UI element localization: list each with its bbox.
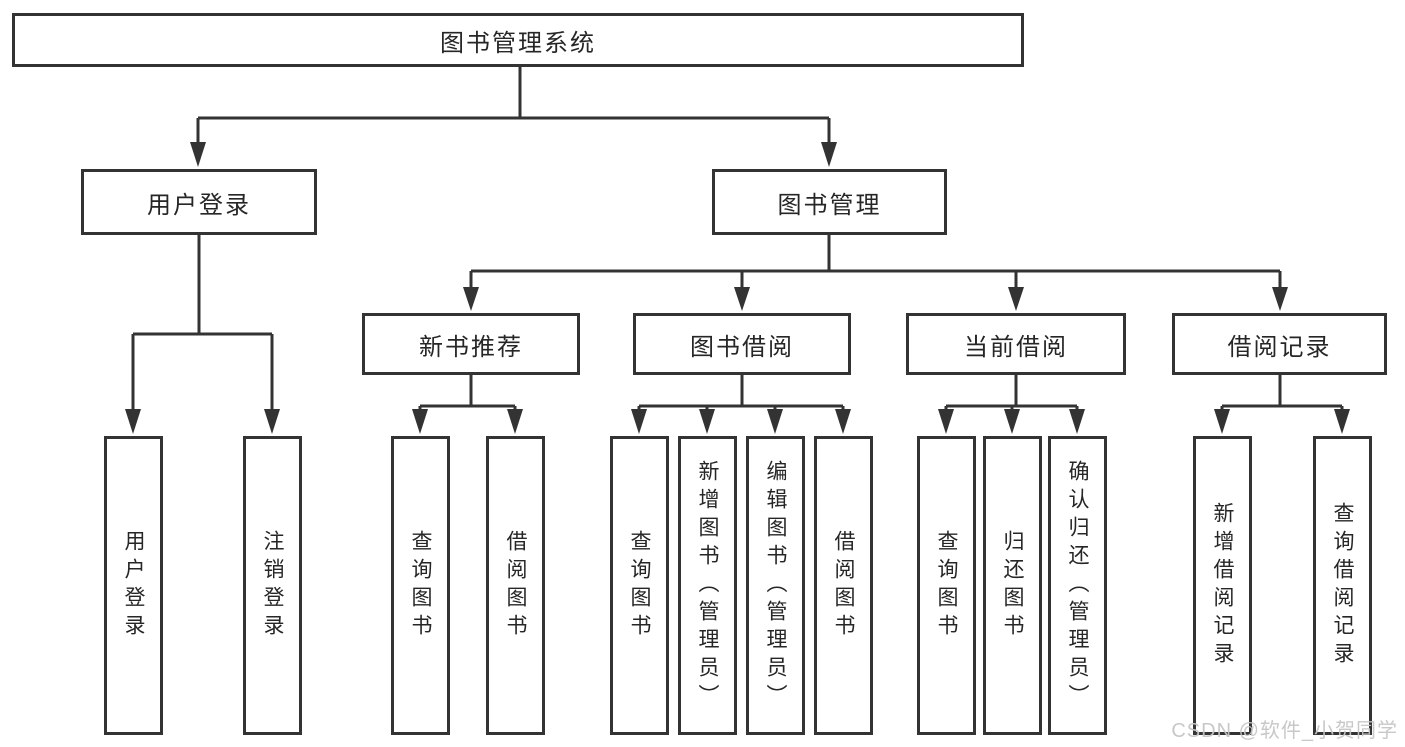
- node-label: 查询借阅记录: [1331, 501, 1354, 670]
- csdn-watermark: CSDN @软件_小贺同学: [1171, 720, 1398, 742]
- node-new-book-recommendation: 新书推荐: [362, 313, 580, 375]
- connector-user-login-children: [125, 235, 280, 434]
- node-library-management-system: 图书管理系统: [12, 13, 1024, 67]
- connector-book-borrowing-children: [631, 375, 851, 434]
- node-label: 用户登录: [122, 529, 145, 642]
- node-user-login: 用户登录: [81, 169, 317, 235]
- leaf-query-books-recommend: 查询图书: [391, 436, 450, 735]
- node-current-borrowing: 当前借阅: [906, 313, 1126, 375]
- leaf-query-books-current: 查询图书: [917, 436, 976, 735]
- node-label: 借阅图书: [832, 529, 855, 642]
- connector-current-borrowing-children: [938, 375, 1085, 434]
- node-label: 图书管理系统: [440, 29, 596, 57]
- node-book-management: 图书管理: [712, 169, 947, 235]
- leaf-add-borrow-record: 新增借阅记录: [1193, 436, 1252, 735]
- connector-root-to-level2: [190, 67, 837, 167]
- leaf-borrow-books: 借阅图书: [814, 436, 873, 735]
- node-label: 确认归还（管理员）: [1066, 459, 1089, 712]
- leaf-query-borrow-record: 查询借阅记录: [1313, 436, 1372, 735]
- node-label: 借阅记录: [1227, 333, 1332, 361]
- leaf-borrow-books-recommend: 借阅图书: [486, 436, 545, 735]
- connector-new-book-recommendation-children: [412, 375, 523, 434]
- leaf-confirm-return-admin: 确认归还（管理员）: [1048, 436, 1107, 735]
- node-label: 查询图书: [409, 529, 432, 642]
- node-label: 新增图书（管理员）: [696, 459, 719, 712]
- node-label: 编辑图书（管理员）: [764, 459, 787, 712]
- node-label: 注销登录: [261, 529, 284, 642]
- leaf-return-books: 归还图书: [983, 436, 1042, 735]
- leaf-add-books-admin: 新增图书（管理员）: [678, 436, 737, 735]
- leaf-query-books-borrow: 查询图书: [610, 436, 669, 735]
- leaf-logout-login: 注销登录: [243, 436, 302, 735]
- connector-borrowing-records-children: [1214, 375, 1350, 434]
- node-label: 用户登录: [147, 191, 251, 219]
- node-label: 图书管理: [777, 191, 882, 219]
- node-label: 新书推荐: [419, 333, 523, 361]
- node-label: 查询图书: [628, 529, 651, 642]
- node-label: 当前借阅: [964, 333, 1068, 361]
- node-label: 查询图书: [935, 529, 958, 642]
- node-book-borrowing: 图书借阅: [633, 313, 851, 375]
- node-label: 图书借阅: [690, 333, 794, 361]
- node-borrowing-records: 借阅记录: [1172, 313, 1387, 375]
- leaf-edit-books-admin: 编辑图书（管理员）: [746, 436, 805, 735]
- node-label: 新增借阅记录: [1211, 501, 1234, 670]
- leaf-user-login: 用户登录: [104, 436, 163, 735]
- connector-book-management-children: [463, 235, 1288, 311]
- node-label: 借阅图书: [504, 529, 527, 642]
- node-label: 归还图书: [1001, 529, 1024, 642]
